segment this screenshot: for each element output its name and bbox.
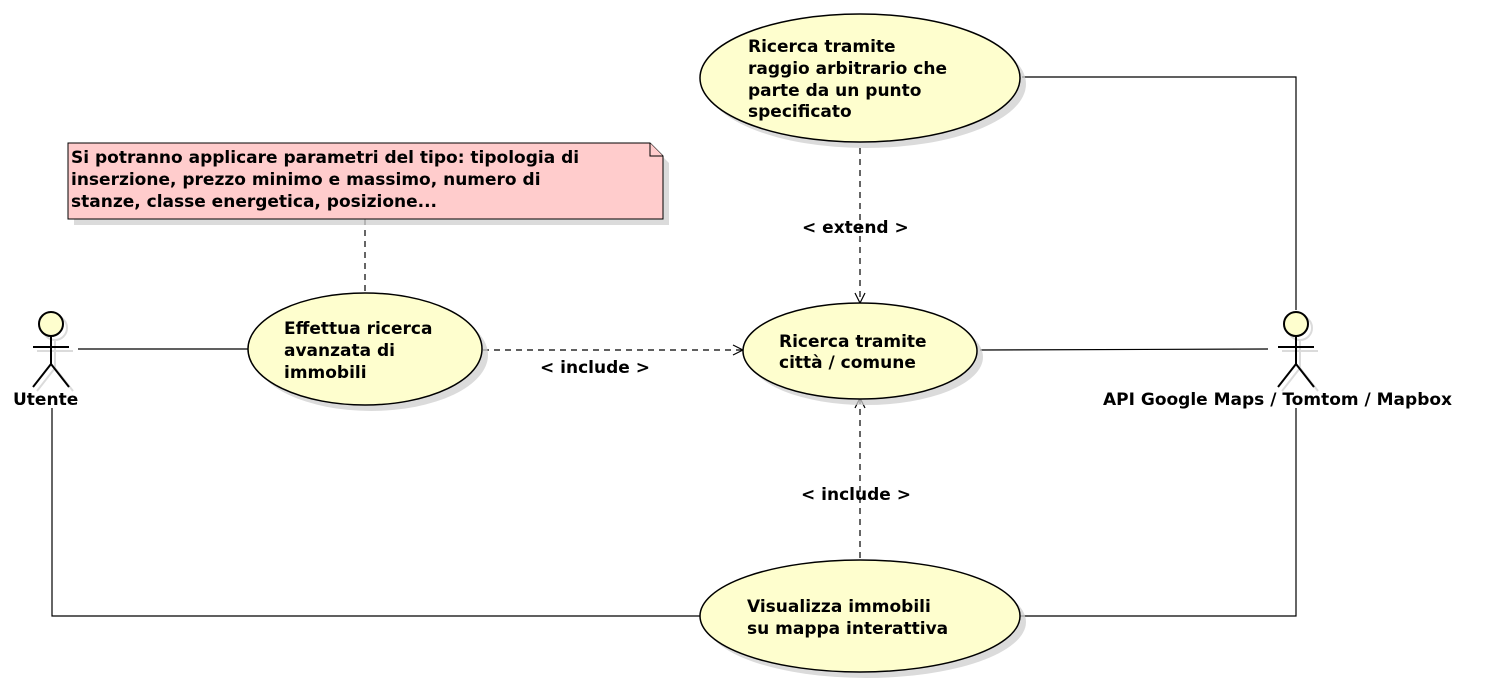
usecase-radius-search: Ricerca tramite raggio arbitrario che pa…: [699, 13, 1026, 148]
actor-user-label: Utente: [13, 390, 78, 410]
note-text: Si potranno applicare parametri del tipo…: [71, 148, 585, 212]
note-box: [67, 142, 664, 220]
associations: [51, 76, 1297, 617]
usecase-map-view: Visualizza immobili su mappa interattiva: [699, 559, 1026, 678]
usecase-radius-search-label: Ricerca tramite raggio arbitrario che pa…: [748, 37, 953, 122]
note-line: Si potranno applicare parametri del tipo…: [71, 148, 579, 168]
dependencies: [364, 148, 860, 558]
usecase-city-search: Ricerca tramite città / comune: [742, 302, 983, 405]
usecase-advanced-search-label: Effettua ricerca avanzata di immobili: [284, 319, 438, 383]
actor-api-label: API Google Maps / Tomtom / Mapbox: [1103, 390, 1452, 410]
association-city-search-api: [979, 348, 1269, 351]
association-radius-search-api: [1022, 76, 1297, 310]
note: Si potranno applicare parametri del tipo…: [67, 142, 669, 225]
usecase-map-view-label: Visualizza immobili su mappa interattiva: [747, 597, 948, 639]
association-map-view-api: [1020, 408, 1297, 617]
extend-label-radius: < extend >: [802, 218, 909, 238]
note-fold: [649, 143, 663, 157]
usecase-advanced-search: Effettua ricerca avanzata di immobili: [247, 292, 488, 411]
include-label-advanced: < include >: [540, 358, 650, 378]
include-label-map: < include >: [801, 485, 911, 505]
note-line: stanze, classe energetica, posizione...: [71, 192, 437, 212]
stick-figure-icon: [1277, 311, 1319, 392]
usecase-city-search-label: Ricerca tramite città / comune: [779, 332, 932, 373]
actor-api: API Google Maps / Tomtom / Mapbox: [1103, 311, 1452, 410]
stick-figure-icon: [32, 311, 74, 392]
association-user-map-view: [51, 408, 700, 617]
note-line: inserzione, prezzo minimo e massimo, num…: [71, 170, 541, 190]
actor-user: Utente: [13, 311, 78, 410]
